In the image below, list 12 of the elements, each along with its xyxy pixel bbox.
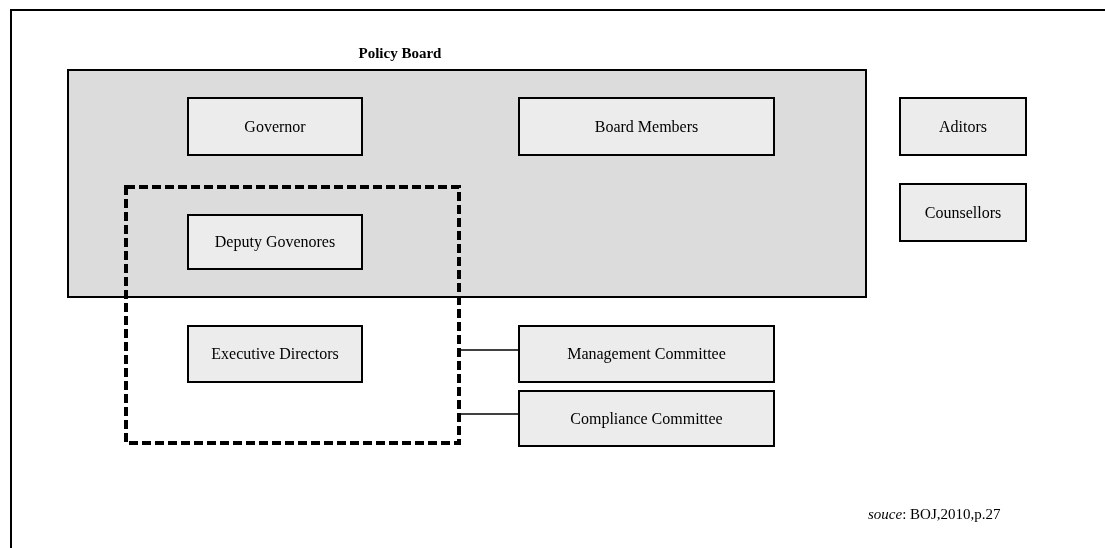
org-box: Compliance Committee xyxy=(518,390,775,447)
org-box: Governor xyxy=(187,97,363,156)
org-box: Counsellors xyxy=(899,183,1027,242)
source-note: souce: BOJ,2010,p.27 xyxy=(868,506,1001,523)
group-heading: Policy Board xyxy=(358,45,442,61)
org-box: Board Members xyxy=(518,97,775,156)
org-box: Deputy Govenores xyxy=(187,214,363,270)
connector-line xyxy=(460,349,519,351)
org-box: Management Committee xyxy=(518,325,775,383)
org-box: Executive Directors xyxy=(187,325,363,383)
org-box: Aditors xyxy=(899,97,1027,156)
connector-line xyxy=(460,413,519,415)
